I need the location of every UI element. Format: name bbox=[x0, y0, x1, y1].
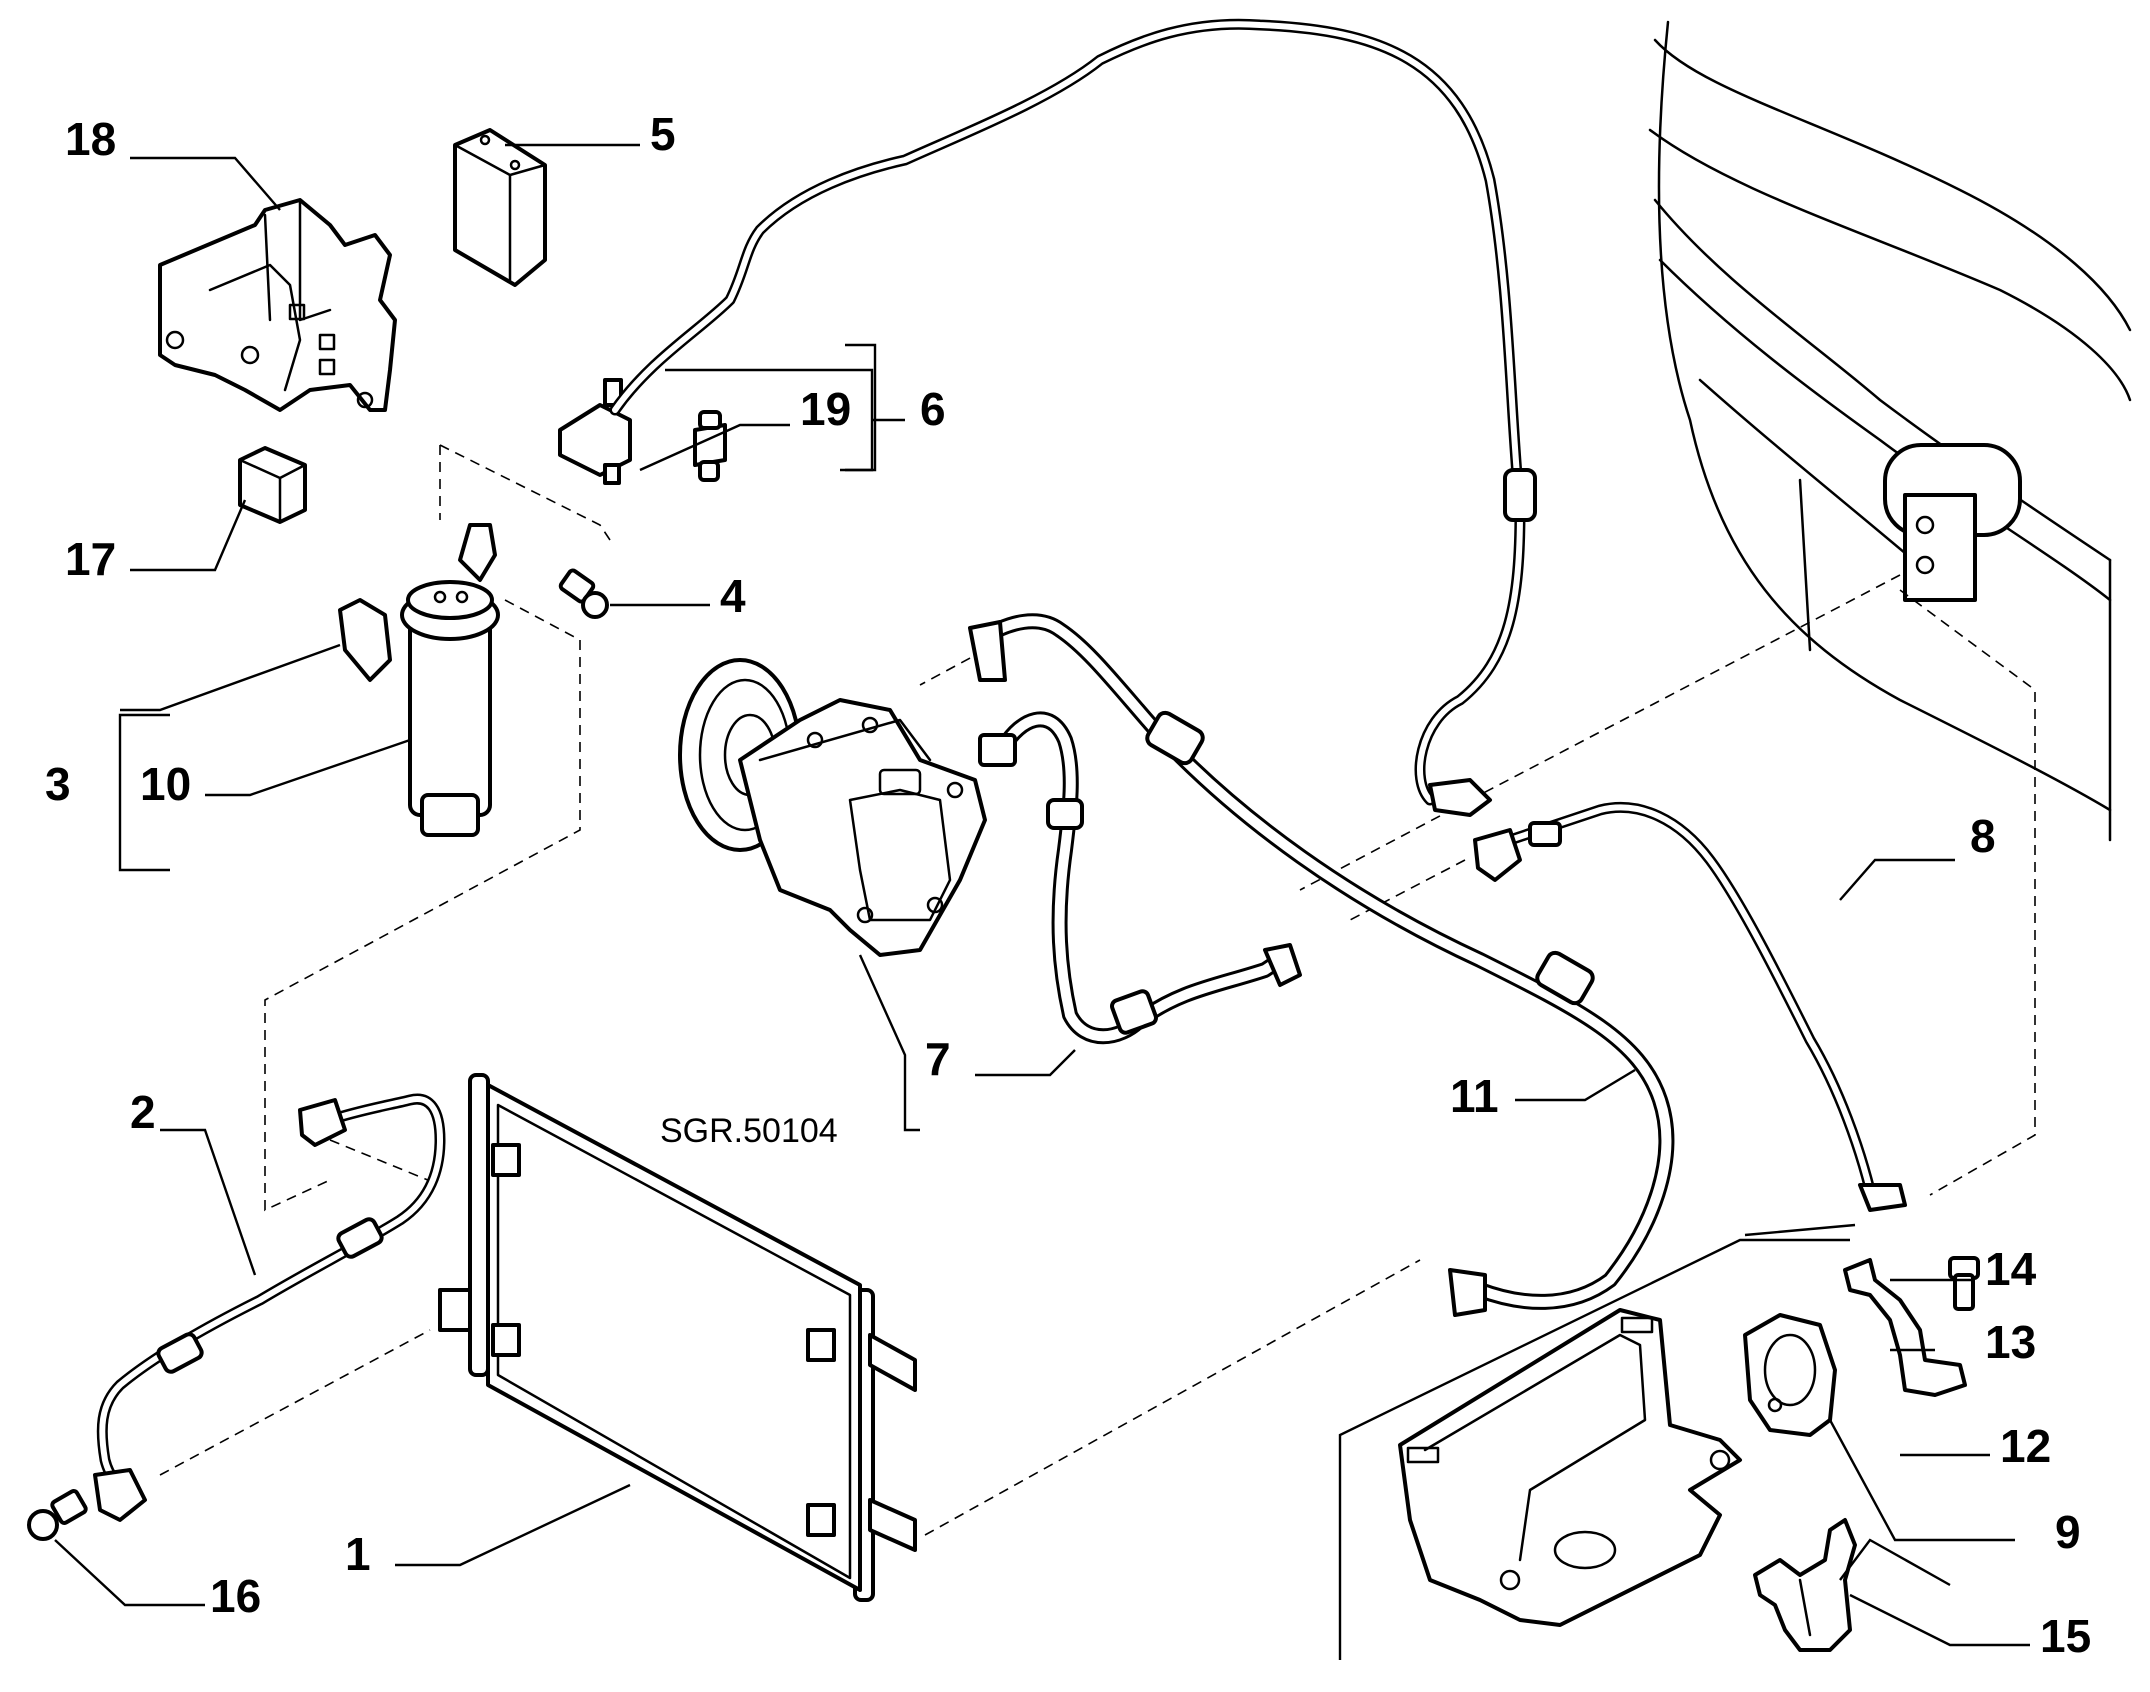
part-13-clamp bbox=[1843, 1258, 1967, 1397]
part-18-mounting-bracket bbox=[158, 198, 397, 412]
part-10-receiver-drier bbox=[338, 523, 500, 837]
callout-labels: 18 5 17 19 6 4 3 10 7 SGR.50104 11 8 2 1… bbox=[45, 108, 2091, 1662]
compressor bbox=[678, 658, 987, 957]
part-6-hose bbox=[609, 18, 1537, 817]
leader-lines bbox=[54, 143, 2030, 1660]
callout-15: 15 bbox=[2040, 1610, 2091, 1662]
callout-7: 7 bbox=[925, 1033, 951, 1085]
callout-9: 9 bbox=[2055, 1506, 2081, 1558]
part-14-bolt bbox=[1948, 1256, 1980, 1311]
part-11-hose bbox=[968, 613, 1675, 1317]
part-4-bolt bbox=[558, 568, 609, 619]
callout-13: 13 bbox=[1985, 1316, 2036, 1368]
part-16-bolt bbox=[27, 1489, 88, 1541]
callout-19: 19 bbox=[800, 383, 851, 435]
callout-8: 8 bbox=[1970, 810, 1996, 862]
part-8-pipe bbox=[1473, 801, 1907, 1212]
vehicle-body-outline bbox=[1648, 20, 2132, 842]
part-9-support-bracket bbox=[1398, 1308, 1742, 1627]
callout-1: 1 bbox=[345, 1528, 371, 1580]
part-6-pressure-switch bbox=[558, 378, 632, 485]
callout-18: 18 bbox=[65, 113, 116, 165]
callout-17: 17 bbox=[65, 533, 116, 585]
callout-6: 6 bbox=[920, 383, 946, 435]
part-1-condenser bbox=[438, 1073, 917, 1602]
part-7-hose bbox=[978, 711, 1302, 1045]
part-5-control-unit bbox=[453, 128, 547, 287]
callout-brackets bbox=[118, 343, 877, 872]
part-17-relay bbox=[238, 446, 307, 524]
part-12-bush bbox=[1743, 1313, 1837, 1437]
callout-16: 16 bbox=[210, 1570, 261, 1622]
part-19-valve bbox=[693, 410, 727, 482]
reference-code: SGR.50104 bbox=[660, 1112, 838, 1150]
callout-4: 4 bbox=[720, 570, 746, 622]
callout-14: 14 bbox=[1985, 1243, 2037, 1295]
callout-3: 3 bbox=[45, 758, 71, 810]
callout-10: 10 bbox=[140, 758, 191, 810]
callout-12: 12 bbox=[2000, 1420, 2051, 1472]
part-2-pipe bbox=[93, 1093, 446, 1522]
callout-5: 5 bbox=[650, 108, 676, 160]
callout-11: 11 bbox=[1450, 1070, 1499, 1122]
callout-2: 2 bbox=[130, 1086, 156, 1138]
part-15-clip bbox=[1753, 1518, 1857, 1652]
